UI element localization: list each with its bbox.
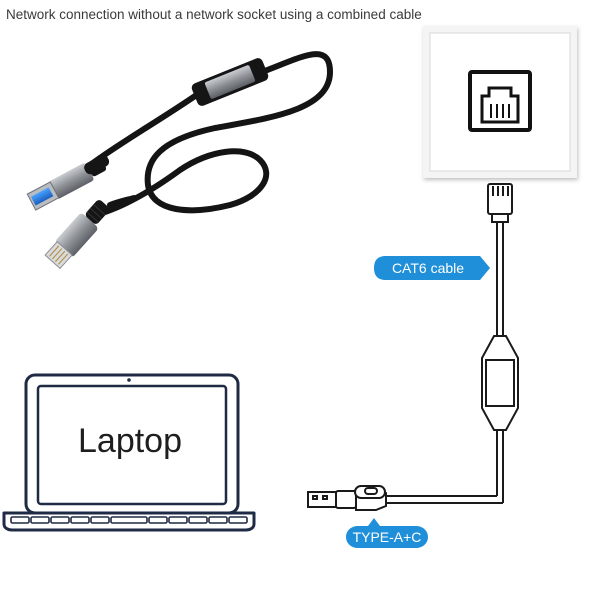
usb-c-adapter xyxy=(84,154,110,175)
laptop-label: Laptop xyxy=(78,422,182,460)
rj45-plug-icon xyxy=(44,200,110,270)
usb-c-adapter-outline xyxy=(354,485,386,499)
cat6-label: CAT6 cable xyxy=(392,260,464,276)
type-ac-callout: TYPE-A+C xyxy=(346,518,428,548)
splitter-module xyxy=(191,58,269,106)
rj45-socket-icon xyxy=(468,70,532,132)
cable-outline xyxy=(386,222,519,504)
laptop-illustration: Laptop xyxy=(2,373,256,532)
combined-cable-photo xyxy=(26,51,334,270)
cable-loop xyxy=(97,51,334,215)
rj45-plug-outline xyxy=(487,183,513,223)
type-ac-label: TYPE-A+C xyxy=(353,529,422,545)
diagram-caption: Network connection without a network soc… xyxy=(6,7,422,22)
wall-socket xyxy=(423,26,577,178)
cat6-callout: CAT6 cable xyxy=(374,256,490,280)
